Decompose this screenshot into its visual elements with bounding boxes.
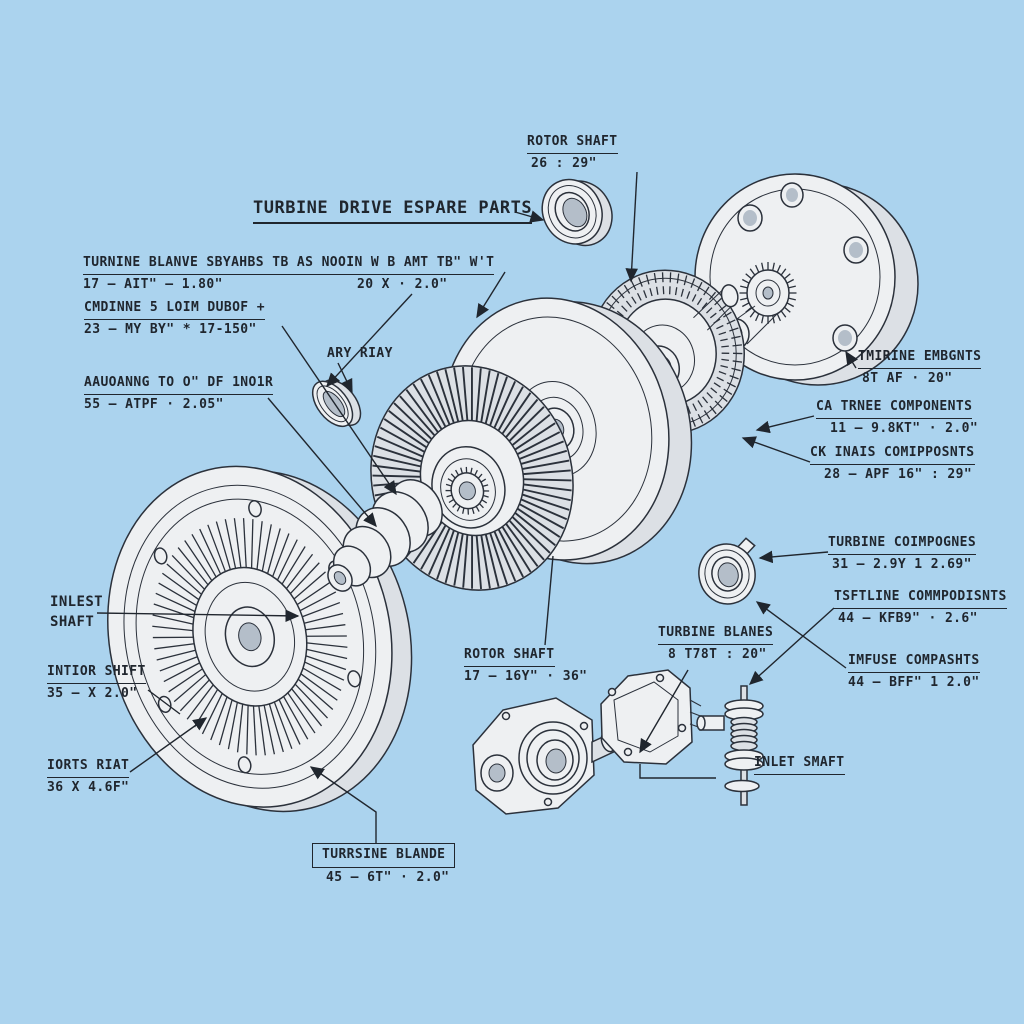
- leader-tsftline: [748, 608, 834, 685]
- diagram-title: TURBINE DRIVE ESPARE PARTS: [253, 197, 533, 225]
- bearing-stack-shaft: [323, 470, 453, 596]
- leader-turrsine-blande: [309, 766, 376, 843]
- leader-qty-note: [326, 294, 412, 388]
- leader-lines: [97, 172, 859, 843]
- leader-turbine-coimpognes: [758, 550, 828, 564]
- label-tsftline: TSFTLINE COMMPODISNTS 44 – KFB9" · 2.6": [834, 589, 1007, 626]
- inlet-blades-ring: [128, 497, 372, 776]
- label-turbine-coimpognes: TURBINE COIMPOGNES 31 – 2.9Y 1 2.69": [828, 535, 977, 572]
- label-ck-inais: CK INAIS COMIPPOSNTS 28 – APF 16" : 29": [810, 445, 975, 482]
- label-inlet-smaft: INLET SMAFT: [754, 755, 845, 775]
- diagram-title-text: TURBINE DRIVE ESPARE PARTS: [253, 197, 533, 225]
- leader-iorts-riat: [130, 717, 208, 772]
- label-turbine-blade-note: TURNINE BLANVE SBYAHBS TB AS NOOIN W B A…: [83, 255, 495, 292]
- leader-intior-shift: [148, 690, 180, 714]
- label-cmdinne-note: CMDINNE 5 LOIM DUBOF + 23 – MY BY" * 17-…: [84, 300, 265, 337]
- inlet-shaft-bolt: [725, 686, 763, 805]
- label-inlest-shaft: INLEST SHAFT: [50, 594, 103, 631]
- label-aauoanng-note: AAUOANNG TO O" DF 1NO1R 55 – ATPF · 2.05…: [84, 375, 274, 412]
- leader-ary-riay: [338, 363, 352, 394]
- seal-ring-left: [305, 370, 369, 437]
- pump-gearbox-assembly: [473, 670, 724, 814]
- leader-inlet-connector: [640, 764, 716, 778]
- right-flange-disc: [695, 174, 918, 385]
- leader-inlest-shaft: [97, 609, 300, 623]
- leader-rotor-shaft-bottom: [545, 556, 553, 645]
- label-imfuse: IMFUSE COMPASHTS 44 – BFF" 1 2.0": [848, 653, 980, 690]
- leader-cmdinne: [282, 326, 397, 496]
- label-rotor-shaft-bottom: ROTOR SHAFT 17 – 16Y" · 36": [464, 647, 588, 684]
- leader-rotor-shaft-top: [625, 172, 638, 283]
- leader-ca-trnee: [755, 416, 814, 434]
- label-turbine-blanes: TURBINE BLANES 8 T78T : 20": [658, 625, 774, 662]
- label-tmirine: TMIRINE EMBGNTS 8T AF · 20": [858, 349, 982, 386]
- bolt-holes: [738, 183, 868, 351]
- label-qty-note: 20 X · 2.0": [357, 277, 448, 292]
- seal-ring-top: [531, 165, 623, 260]
- leader-title-to-seal: [515, 210, 545, 223]
- leader-ck-inais: [741, 436, 810, 462]
- label-ary-riay: ARY RIAY: [327, 346, 393, 361]
- leader-turbine-blanes: [639, 670, 688, 754]
- leader-blade-note: [476, 272, 505, 319]
- leader-aauoanng: [268, 398, 377, 528]
- seal-ring-right: [693, 537, 765, 609]
- label-ca-trnee: CA TRNEE COMPONENTS 11 – 9.8KT" · 2.0": [816, 399, 979, 436]
- label-turrsine-blande: TURRSINE BLANDE 45 – 6T" · 2.0": [312, 843, 456, 887]
- label-iorts-riat: IORTS RIAT 36 X 4.6F": [47, 758, 130, 795]
- label-rotor-shaft-top: ROTOR SHAFT 26 : 29": [527, 134, 618, 171]
- leader-imfuse: [755, 601, 846, 668]
- leader-tmirine: [845, 350, 859, 368]
- label-intior-shift: INTIOR SHIFT 35 – X 2.0": [47, 664, 146, 701]
